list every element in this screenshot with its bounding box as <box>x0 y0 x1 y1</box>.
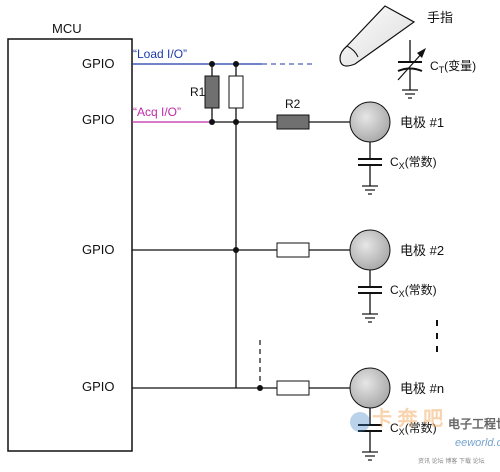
resistor-pullup <box>228 75 244 109</box>
cx-1-label: CX(常数) <box>390 154 437 171</box>
gpio-label-2: GPIO <box>82 242 115 257</box>
gpio-label-acq: GPIO <box>82 112 115 127</box>
mcu-block <box>7 38 133 452</box>
watermark-logo-text: 卡 奔 吧 <box>372 406 443 430</box>
resistor-r2 <box>276 114 310 130</box>
junction-dot <box>257 385 263 391</box>
ct-plate <box>397 67 423 72</box>
ground-icon <box>362 185 378 195</box>
ground-icon <box>402 89 418 99</box>
electrode-1 <box>349 101 391 143</box>
resistor-2 <box>276 242 310 258</box>
junction-dot <box>209 119 215 125</box>
resistor-n <box>276 380 310 396</box>
electrode-n <box>349 367 391 409</box>
cx-n-label: CX(常数) <box>390 420 437 437</box>
load-io-label: “Load I/O” <box>133 47 187 61</box>
watermark-site-cn: 电子工程世界 <box>448 416 500 431</box>
r2-label: R2 <box>285 97 301 111</box>
finger-label: 手指 <box>427 10 453 25</box>
junction-dot <box>233 247 239 253</box>
ground-icon <box>362 451 378 461</box>
ct-label: CT(变量) <box>430 58 476 75</box>
ground-icon <box>362 313 378 323</box>
electrode-n-label: 电极 #n <box>400 381 444 396</box>
electrode-2-label: 电极 #2 <box>400 243 444 258</box>
watermark-tagline: 资讯 论坛 博客 下载 论坛 <box>418 457 485 465</box>
cx-2-label: CX(常数) <box>390 282 437 299</box>
electrode-2 <box>349 229 391 271</box>
finger-icon <box>339 5 416 67</box>
gpio-label-n: GPIO <box>82 379 115 394</box>
mcu-title: MCU <box>52 21 82 36</box>
resistor-r1 <box>204 75 220 109</box>
junction-dot <box>209 61 215 67</box>
watermark-site-en: eeworld.com.cn <box>455 437 500 449</box>
variable-arrow-icon <box>397 48 426 81</box>
r1-label: R1 <box>190 85 206 99</box>
junction-dot <box>233 119 239 125</box>
gpio-label-load: GPIO <box>82 56 115 71</box>
junction-dot <box>233 61 239 67</box>
eeworld-logo-icon <box>350 412 370 432</box>
watermark: 卡 奔 吧 电子工程世界 eeworld.com.cn 资讯 论坛 博客 下载 … <box>350 406 500 465</box>
electrode-1-label: 电极 #1 <box>400 115 444 130</box>
acq-io-label: “Acq I/O” <box>133 105 181 119</box>
